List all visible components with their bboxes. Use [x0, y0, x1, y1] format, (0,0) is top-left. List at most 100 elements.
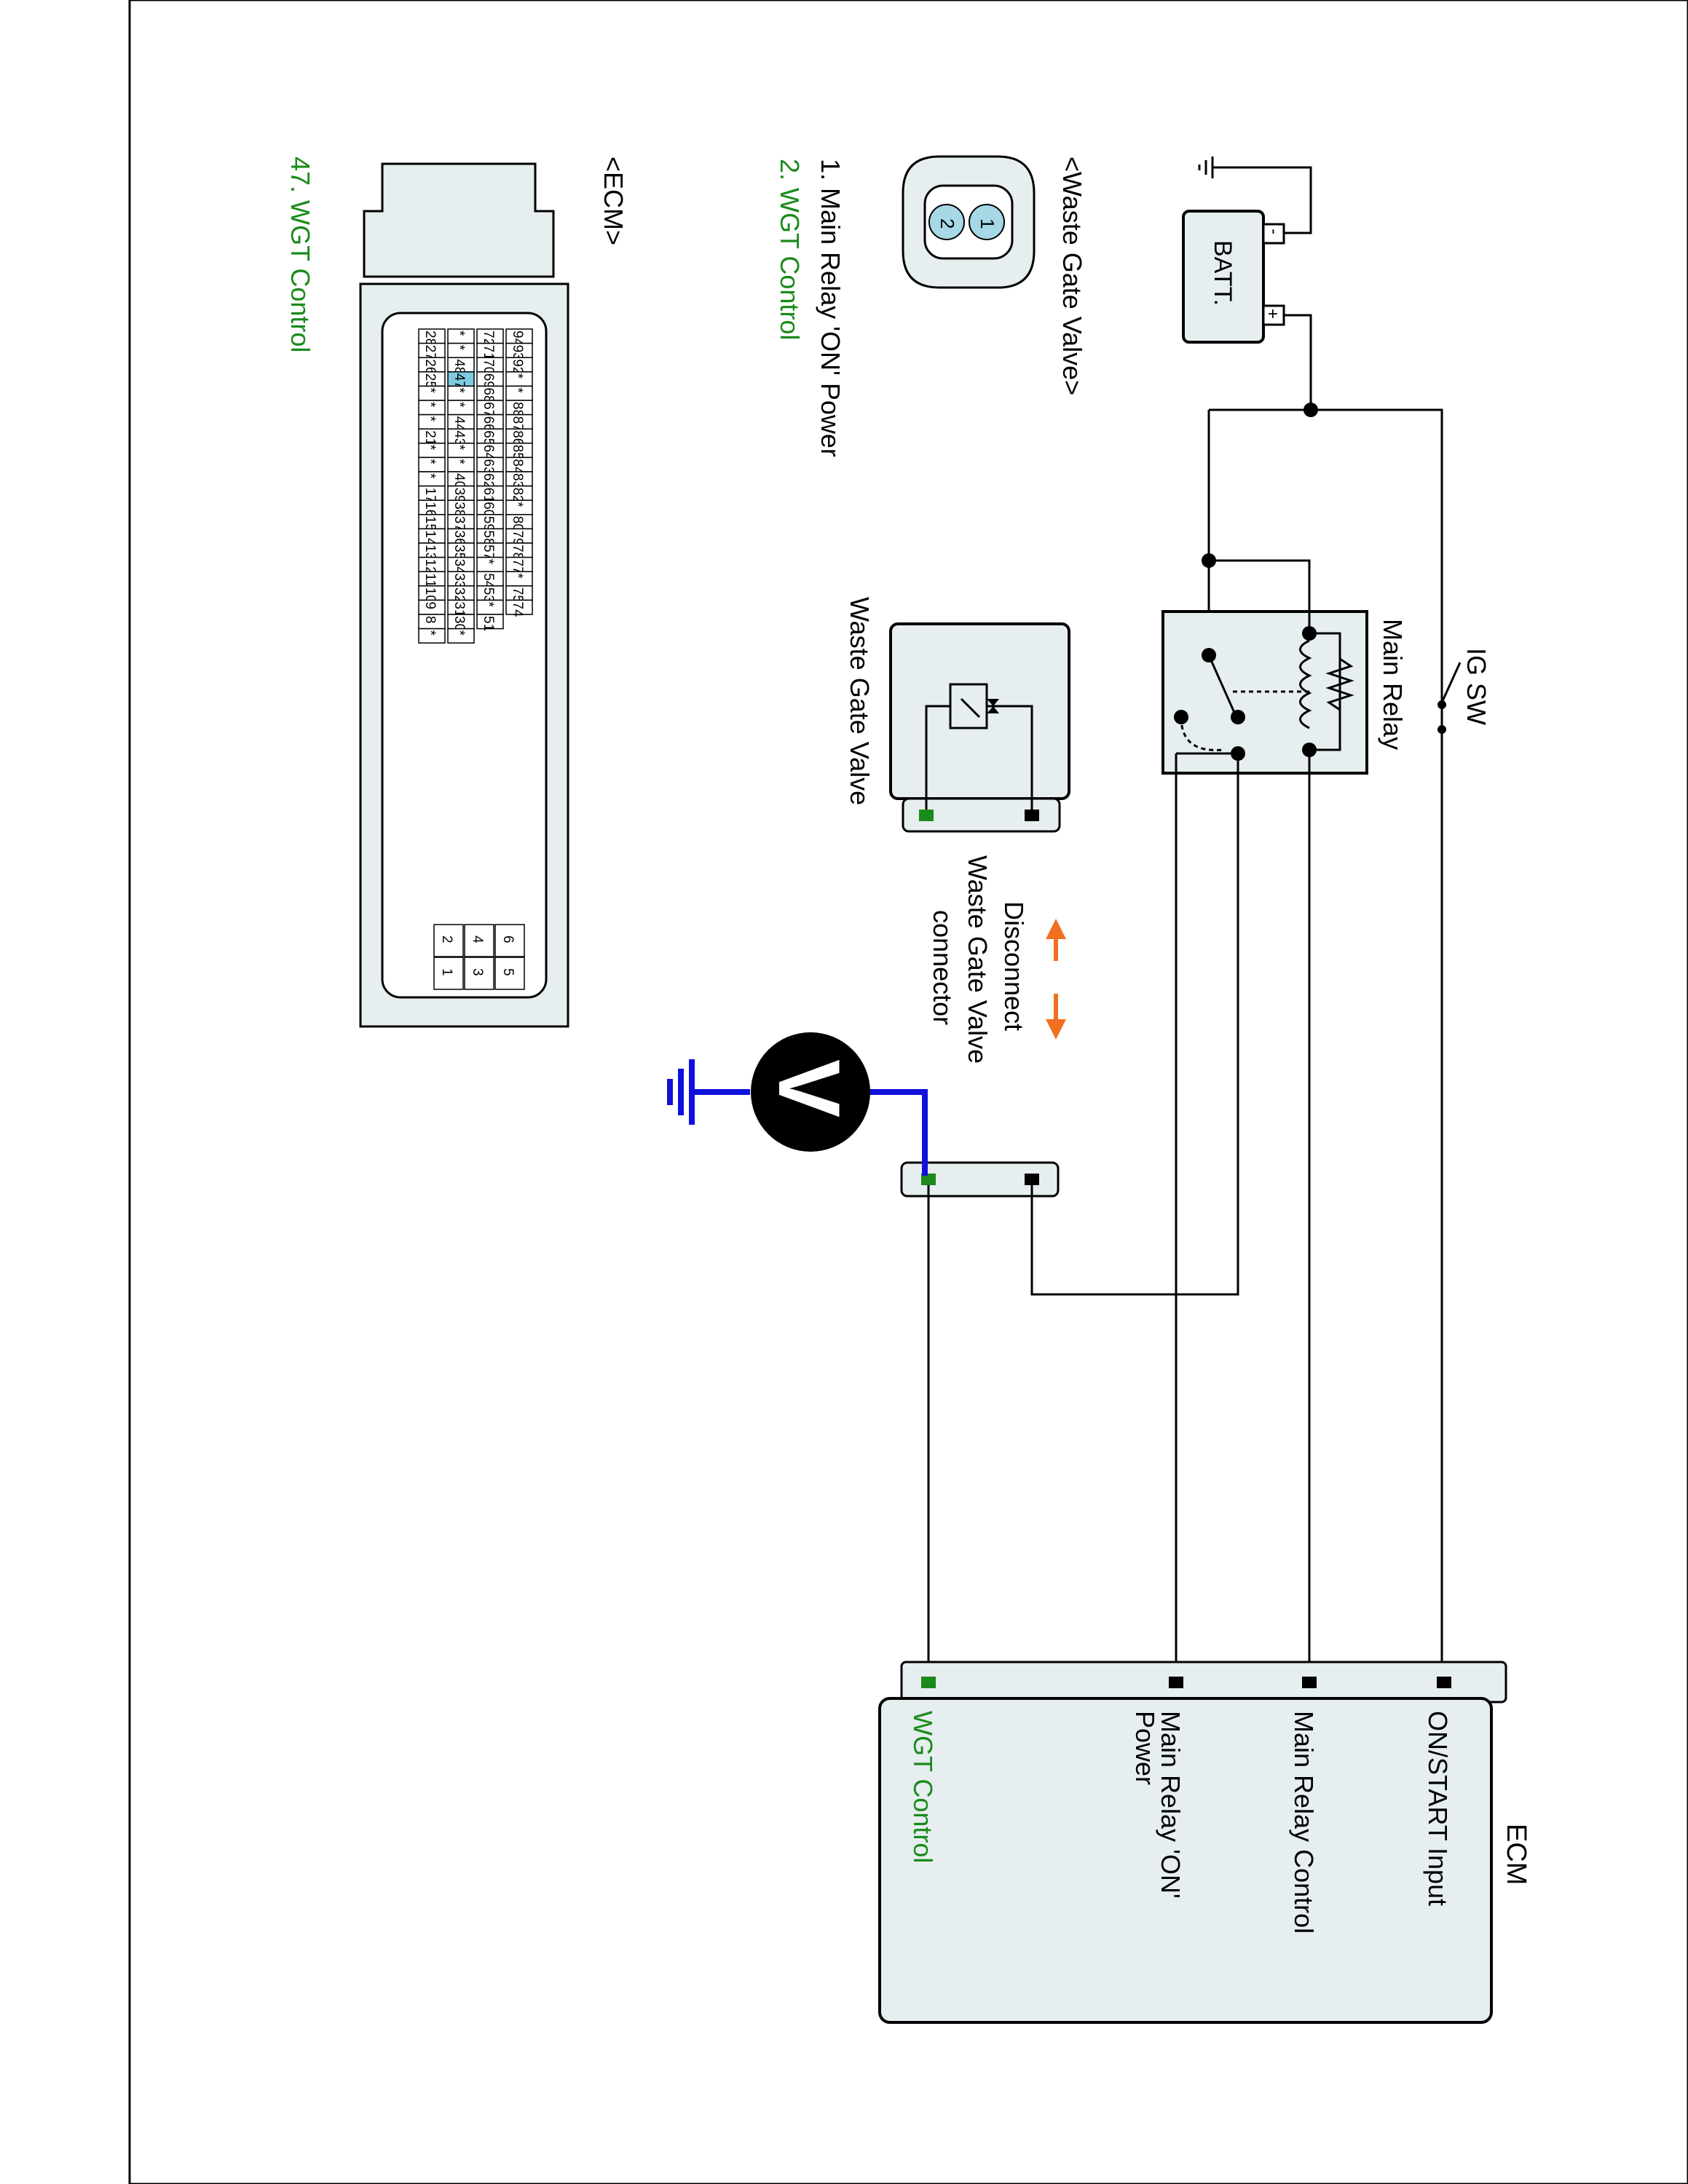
- ecm-pin-label: *: [481, 559, 496, 565]
- ecm-small-pin-label: 2: [439, 935, 454, 943]
- ecm-pin-label: 48: [451, 359, 467, 374]
- ecm-block: ECM ON/START Input Main Relay Control Ma…: [878, 1661, 1531, 2024]
- wgv-legend-1: 1. Main Relay 'ON' Power: [816, 159, 845, 457]
- ecm-pin-label: 62: [481, 473, 496, 488]
- ecm-pin-label: 60: [481, 502, 496, 517]
- main-relay-label: Main Relay: [1378, 619, 1408, 750]
- ecm-small-pin-label: 3: [470, 968, 485, 976]
- ecm-pin-label: 13: [422, 545, 438, 560]
- battery-neg: -: [1264, 229, 1284, 234]
- ecm-pin-label: 66: [481, 416, 496, 432]
- ecm-title: ECM: [1501, 1824, 1531, 1885]
- ecm-pin-label: 28: [422, 331, 438, 346]
- ecm-pin-label: 25: [422, 373, 438, 389]
- ecm-pin-label: 82: [510, 488, 525, 503]
- ecm-pin-label: 67: [481, 402, 496, 417]
- voltmeter-symbol: V: [760, 1059, 858, 1117]
- ecm-small-pin-cell: [494, 924, 525, 957]
- ecm-pin-label: 68: [481, 387, 496, 403]
- ecm-pin-label: *: [422, 459, 438, 464]
- ecm-pin-label: 32: [451, 587, 467, 603]
- ecm-small-pin-label: 5: [500, 968, 516, 976]
- voltmeter: V: [667, 1032, 928, 1176]
- ecm-pin-label: 57: [481, 545, 496, 560]
- ecm-pin-label: 94: [510, 331, 525, 347]
- ecm-pin-label: *: [510, 387, 525, 393]
- ecm-small-pin-label: 6: [500, 935, 516, 943]
- ecm-small-pin-label: 1: [439, 968, 454, 976]
- disconnect-line2: Waste Gate Valve: [963, 855, 993, 1064]
- ecm-pin-label: 21: [422, 430, 438, 446]
- ground-icon: [1198, 157, 1312, 234]
- ecm-pin-label: 36: [451, 530, 467, 545]
- page-frame: [128, 0, 1688, 2184]
- ecm-pin-label: *: [422, 445, 438, 451]
- battery: BATT. - +: [1182, 210, 1285, 344]
- ecm-pin-label: 33: [451, 573, 467, 588]
- ecm-small-pin-cell: [433, 957, 464, 990]
- harness-connector: [900, 1161, 1239, 1682]
- ecm-pin-label: 92: [510, 359, 525, 374]
- waste-gate-valve-label: Waste Gate Valve: [845, 597, 875, 805]
- ecm-pin-label: 11: [422, 573, 438, 587]
- ecm-pin-label: 69: [481, 373, 496, 389]
- ecm-connector-title: <ECM>: [599, 157, 628, 245]
- ecm-pin-label: 87: [510, 416, 525, 432]
- ecm-pin-label: 35: [451, 545, 467, 560]
- ecm-pin-label: 54: [481, 573, 496, 589]
- ecm-pin-label: 61: [481, 488, 496, 503]
- ecm-pin-label: 10: [422, 587, 438, 603]
- wgv-connector-title: <Waste Gate Valve>: [1057, 157, 1087, 395]
- ecm-pin-label: *: [422, 473, 438, 479]
- ecm-pin-label: 15: [422, 516, 438, 531]
- ecm-pin-label: 93: [510, 345, 525, 360]
- ecm-legend-47: 47. WGT Control: [285, 157, 315, 352]
- disconnect-note: Disconnect Waste Gate Valve connector: [928, 855, 1066, 1064]
- ecm-pin-label: 63: [481, 459, 496, 474]
- ecm-pin-label: 88: [510, 402, 525, 417]
- ecm-pin-label: *: [451, 459, 467, 464]
- ecm-pin-label: *: [510, 373, 525, 379]
- ecm-pin-label: 43: [451, 430, 467, 446]
- ecm-pin-label: *: [481, 601, 496, 607]
- ecm-connector-view: <ECM> 949392**88878685848382*80797877*75…: [285, 157, 628, 1028]
- ecm-pin-label: 30: [451, 616, 467, 631]
- battery-pos: +: [1263, 309, 1282, 319]
- ecm-pin-label: 85: [510, 445, 525, 460]
- ecm-pin-label: 59: [481, 516, 496, 531]
- ecm-pin-label: 64: [481, 445, 496, 461]
- ecm-pin-label: 84: [510, 459, 525, 475]
- wgv-connector-view: <Waste Gate Valve> 2 1 1. Main Relay 'ON…: [775, 155, 1087, 457]
- ecm-pin-power: Power: [1130, 1711, 1160, 1785]
- ecm-small-pin-cell: [494, 957, 525, 990]
- ecm-pin-on-start: ON/START Input: [1423, 1711, 1453, 1906]
- ecm-pin-label: *: [422, 630, 438, 636]
- ecm-pin-label: *: [451, 345, 467, 351]
- ecm-small-pin-cell: [464, 957, 494, 990]
- ecm-pin-label: 26: [422, 359, 438, 374]
- ecm-pin-label: 38: [451, 502, 467, 517]
- ecm-pin-label: 16: [422, 502, 438, 517]
- ecm-pin-main-relay-control: Main Relay Control: [1289, 1711, 1319, 1934]
- wgv-pin-2: 2: [936, 218, 958, 229]
- ecm-pin-label: 83: [510, 473, 525, 488]
- ecm-pin-cell: [418, 628, 446, 644]
- ecm-pin-cell: [476, 614, 504, 630]
- disconnect-line1: Disconnect: [999, 901, 1029, 1031]
- ecm-pin-label: *: [451, 331, 467, 336]
- ecm-pin-label: 9: [422, 601, 438, 609]
- ecm-small-pin-cell: [433, 924, 464, 957]
- ecm-pin-label: *: [451, 402, 467, 408]
- ecm-pin-label: 53: [481, 587, 496, 603]
- ecm-pin-wgt-control: WGT Control: [908, 1711, 938, 1863]
- ecm-pin-grid: 949392**88878685848382*80797877*75747271…: [418, 328, 533, 990]
- ecm-pin-cell: [447, 628, 475, 644]
- ecm-pin-label: 34: [451, 559, 467, 575]
- ig-switch-label: IG SW: [1462, 648, 1491, 725]
- wgv-pin-1: 1: [977, 218, 998, 229]
- ecm-pin-label: *: [451, 387, 467, 393]
- ecm-pin-label: 17: [422, 488, 438, 503]
- battery-label: BATT.: [1209, 240, 1237, 306]
- ecm-pin-label: 80: [510, 516, 525, 531]
- ecm-pin-label: *: [422, 387, 438, 393]
